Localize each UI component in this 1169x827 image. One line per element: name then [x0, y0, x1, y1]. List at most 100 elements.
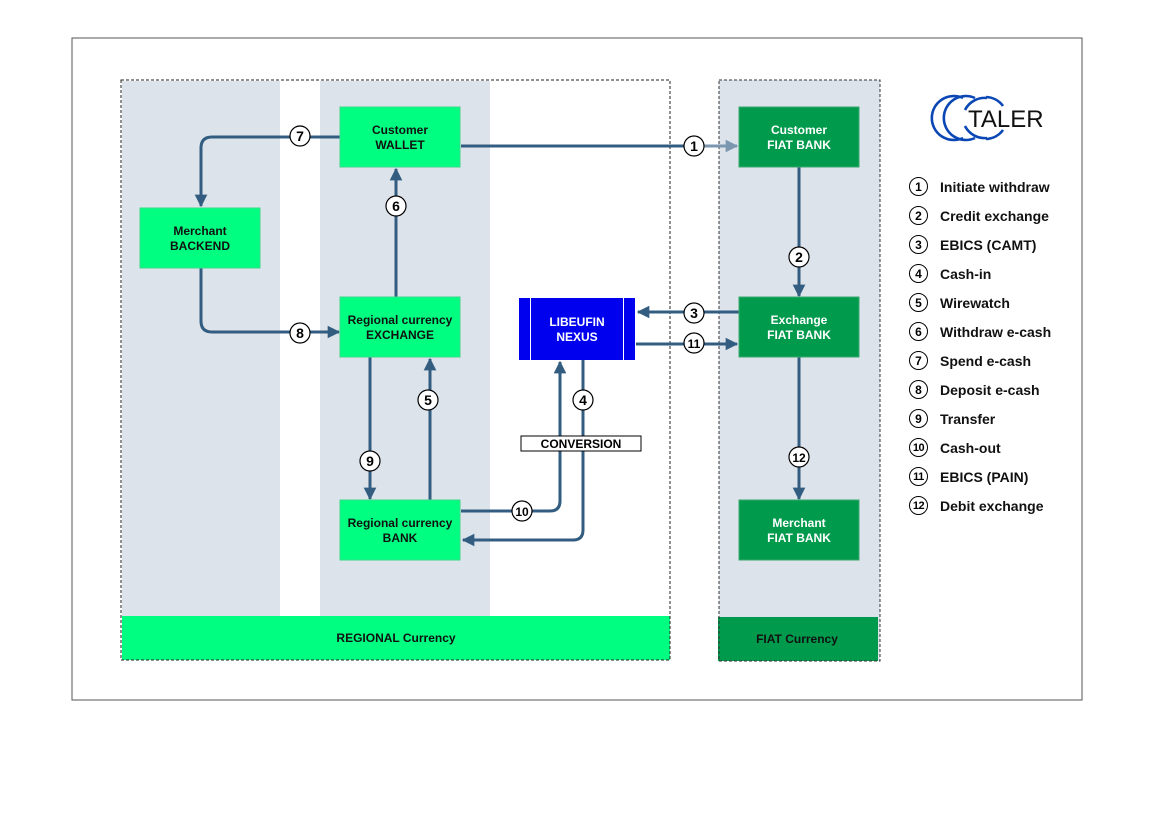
node-regional-exchange[interactable]: Regional currency EXCHANGE [339, 296, 461, 358]
step-number: 8 [296, 325, 304, 341]
zone-label-fiat: FIAT Currency [756, 632, 838, 646]
legend-number: 12 [909, 496, 928, 515]
legend-label: Debit exchange [940, 497, 1044, 514]
legend-label: Initiate withdraw [940, 178, 1050, 195]
legend-number: 11 [909, 467, 928, 486]
legend-number: 1 [909, 177, 928, 196]
legend-item: 10 Cash-out [909, 433, 1051, 462]
node-label: BACKEND [170, 239, 230, 253]
legend-label: Spend e-cash [940, 352, 1032, 369]
step-badge-6: 6 [385, 195, 407, 217]
node-label: Customer [372, 123, 428, 137]
fiat-currency-band [718, 617, 878, 661]
legend-label: Cash-out [940, 439, 1001, 456]
legend-label: EBICS (CAMT) [940, 236, 1037, 253]
node-label: Regional currency [348, 516, 453, 530]
node-merchant-backend[interactable]: Merchant BACKEND [139, 207, 261, 269]
arrow-4-cashin [461, 360, 585, 547]
legend-number: 8 [909, 380, 928, 399]
legend-label: Wirewatch [940, 294, 1010, 311]
step-badge-9: 9 [359, 450, 381, 472]
legend-item: 12 Debit exchange [909, 491, 1051, 520]
legend-number: 9 [909, 409, 928, 428]
conversion-label: CONVERSION [520, 435, 642, 452]
step-badge-1: 1 [683, 135, 705, 157]
step-number: 9 [366, 453, 374, 469]
taler-logo: TALER [930, 94, 1044, 142]
step-number: 2 [795, 249, 803, 265]
regional-area-border [120, 79, 671, 661]
legend-item: 1 Initiate withdraw [909, 172, 1051, 201]
node-libeufin-nexus[interactable]: LIBEUFIN NEXUS [519, 298, 635, 360]
node-label: Regional currency [348, 313, 453, 327]
legend-label: Withdraw e-cash [940, 323, 1052, 340]
step-number: 12 [792, 451, 806, 465]
node-merchant-fiat-bank[interactable]: Merchant FIAT BANK [738, 499, 860, 561]
step-badge-5: 5 [417, 389, 439, 411]
step-badge-4: 4 [572, 389, 594, 411]
step-number: 4 [579, 392, 587, 408]
arrow-7-spend [194, 135, 340, 208]
legend-item: 7 Spend e-cash [909, 346, 1051, 375]
step-badge-10: 10 [511, 500, 533, 522]
node-label: FIAT BANK [767, 328, 831, 342]
legend-number: 4 [909, 264, 928, 283]
step-badge-7: 7 [289, 125, 311, 147]
legend-item: 5 Wirewatch [909, 288, 1051, 317]
node-label: NEXUS [556, 330, 597, 344]
step-number: 1 [690, 138, 698, 154]
node-label: Customer [771, 123, 827, 137]
step-number: 3 [690, 305, 698, 321]
legend-number: 2 [909, 206, 928, 225]
node-label: FIAT BANK [767, 138, 831, 152]
regional-currency-band [122, 616, 670, 660]
step-badge-12: 12 [788, 446, 810, 468]
legend-label: EBICS (PAIN) [940, 468, 1029, 485]
legend-number: 6 [909, 322, 928, 341]
legend-item: 8 Deposit e-cash [909, 375, 1051, 404]
node-label: EXCHANGE [366, 328, 434, 342]
legend-number: 7 [909, 351, 928, 370]
node-label: BANK [383, 531, 418, 545]
step-badge-8: 8 [289, 322, 311, 344]
arrow-10-cashout [461, 360, 567, 513]
legend-item: 4 Cash-in [909, 259, 1051, 288]
taler-logo-text: TALER [968, 106, 1044, 133]
step-number: 10 [515, 505, 529, 519]
step-number: 6 [392, 198, 400, 214]
legend-number: 5 [909, 293, 928, 312]
legend-item: 6 Withdraw e-cash [909, 317, 1051, 346]
node-label: FIAT BANK [767, 531, 831, 545]
node-regional-bank[interactable]: Regional currency BANK [339, 499, 461, 561]
node-label: Merchant [173, 224, 226, 238]
step-number: 5 [424, 392, 432, 408]
fiat-area-border [718, 79, 881, 662]
legend-number: 3 [909, 235, 928, 254]
zone-label-regional: REGIONAL Currency [336, 631, 455, 645]
taler-logo-icon [930, 94, 1005, 142]
legend-item: 11 EBICS (PAIN) [909, 462, 1051, 491]
node-exchange-fiat-bank[interactable]: Exchange FIAT BANK [738, 296, 860, 358]
node-label: Exchange [771, 313, 828, 327]
legend-label: Credit exchange [940, 207, 1049, 224]
step-badge-2: 2 [788, 246, 810, 268]
legend-label: Deposit e-cash [940, 381, 1040, 398]
legend-label: Cash-in [940, 265, 992, 282]
node-customer-fiat-bank[interactable]: Customer FIAT BANK [738, 106, 860, 168]
node-label: WALLET [375, 138, 425, 152]
arrow-8-deposit [199, 268, 341, 339]
legend-item: 3 EBICS (CAMT) [909, 230, 1051, 259]
step-number: 11 [688, 337, 701, 351]
node-customer-wallet[interactable]: Customer WALLET [339, 106, 461, 168]
node-label: Merchant [772, 516, 825, 530]
conversion-text: CONVERSION [541, 437, 622, 451]
legend-item: 2 Credit exchange [909, 201, 1051, 230]
step-number: 7 [296, 128, 304, 144]
step-badge-3: 3 [683, 302, 705, 324]
legend-number: 10 [909, 438, 928, 457]
step-badge-11: 11 [683, 332, 705, 354]
node-label: LIBEUFIN [549, 315, 604, 329]
